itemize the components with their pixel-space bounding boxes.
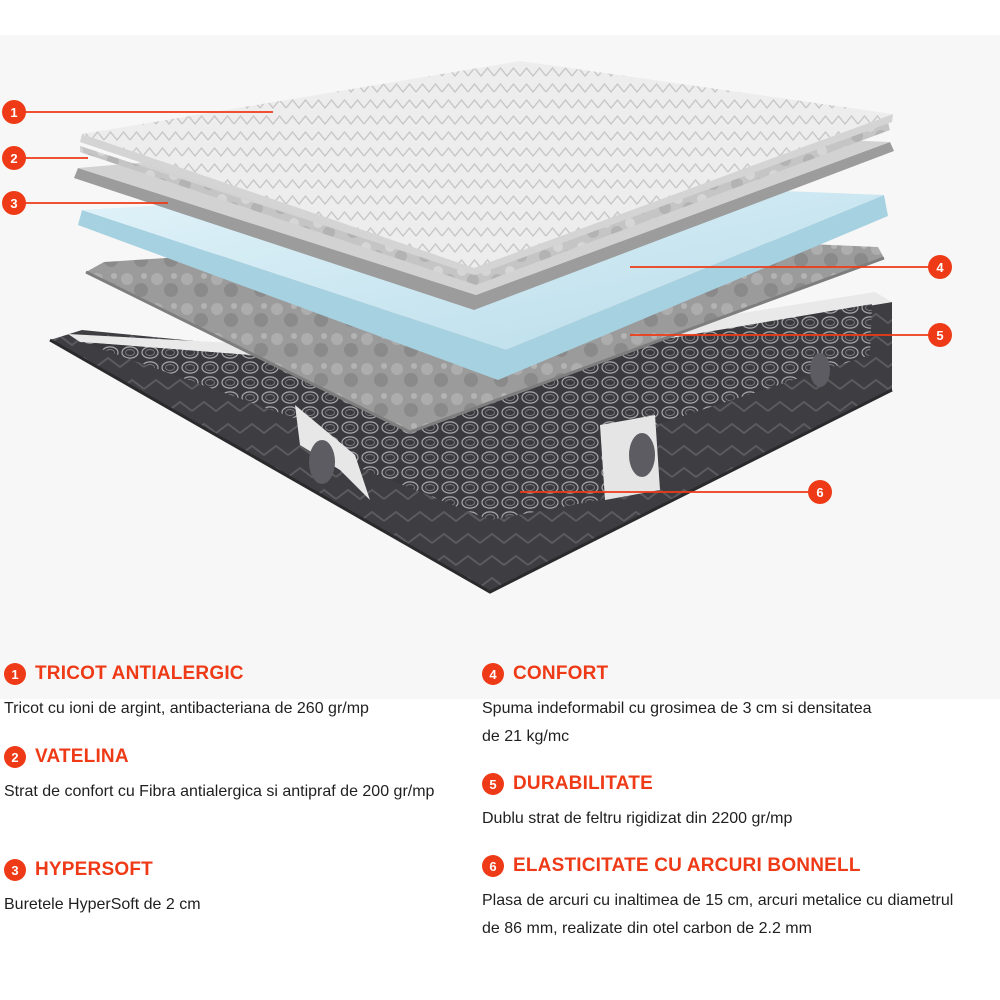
leader-lines	[24, 111, 930, 493]
feature-header: 6 ELASTICITATE CU ARCURI BONNELL	[482, 853, 960, 879]
svg-text:1: 1	[10, 105, 17, 120]
callout-3: 3	[2, 191, 26, 215]
feature-title: VATELINA	[35, 746, 129, 767]
feature-header: 4 CONFORT	[482, 661, 882, 687]
feature-title: ELASTICITATE CU ARCURI BONNELL	[513, 855, 861, 876]
feature-header: 3 HYPERSOFT	[4, 857, 454, 883]
feature-number-badge: 2	[4, 746, 26, 768]
feature-title: CONFORT	[513, 663, 609, 684]
feature-description: Dublu strat de feltru rigidizat din 2200…	[482, 810, 793, 827]
callout-badges: 1 2 3 4 5 6	[2, 100, 952, 504]
feature-vatelina: 2 VATELINA Strat de confort cu Fibra ant…	[4, 744, 454, 806]
feature-description: Spuma indeformabil cu grosimea de 3 cm s…	[482, 700, 872, 745]
feature-number-badge: 3	[4, 859, 26, 881]
feature-title: HYPERSOFT	[35, 859, 153, 880]
feature-header: 2 VATELINA	[4, 744, 454, 770]
svg-text:6: 6	[816, 485, 823, 500]
callout-2: 2	[2, 146, 26, 170]
tricot-layer	[80, 61, 893, 275]
feature-description: Strat de confort cu Fibra antialergica s…	[4, 783, 435, 800]
vatelina-layer	[80, 122, 890, 285]
feature-title: DURABILITATE	[513, 773, 653, 794]
svg-text:3: 3	[10, 196, 17, 211]
feature-description: Buretele HyperSoft de 2 cm	[4, 896, 201, 913]
svg-text:5: 5	[936, 328, 943, 343]
feature-title: TRICOT ANTIALERGIC	[35, 663, 244, 684]
feature-description: Plasa de arcuri cu inaltimea de 15 cm, a…	[482, 892, 954, 937]
callout-6: 6	[808, 480, 832, 504]
feature-number-badge: 1	[4, 663, 26, 685]
feature-description: Tricot cu ioni de argint, antibacteriana…	[4, 700, 369, 717]
feature-elasticitate-arcuri-bonnell: 6 ELASTICITATE CU ARCURI BONNELL Plasa d…	[482, 853, 960, 943]
feature-header: 1 TRICOT ANTIALERGIC	[4, 661, 466, 687]
feature-durabilitate: 5 DURABILITATE Dublu strat de feltru rig…	[482, 771, 952, 833]
feature-number-badge: 5	[482, 773, 504, 795]
feature-header: 5 DURABILITATE	[482, 771, 952, 797]
callout-5: 5	[928, 323, 952, 347]
callout-4: 4	[928, 255, 952, 279]
feature-confort: 4 CONFORT Spuma indeformabil cu grosimea…	[482, 661, 882, 751]
feature-number-badge: 6	[482, 855, 504, 877]
feature-hypersoft: 3 HYPERSOFT Buretele HyperSoft de 2 cm	[4, 857, 454, 919]
feature-tricot-antialergic: 1 TRICOT ANTIALERGIC Tricot cu ioni de a…	[4, 661, 466, 723]
svg-text:4: 4	[936, 260, 944, 275]
svg-text:2: 2	[10, 151, 17, 166]
callout-1: 1	[2, 100, 26, 124]
feature-number-badge: 4	[482, 663, 504, 685]
